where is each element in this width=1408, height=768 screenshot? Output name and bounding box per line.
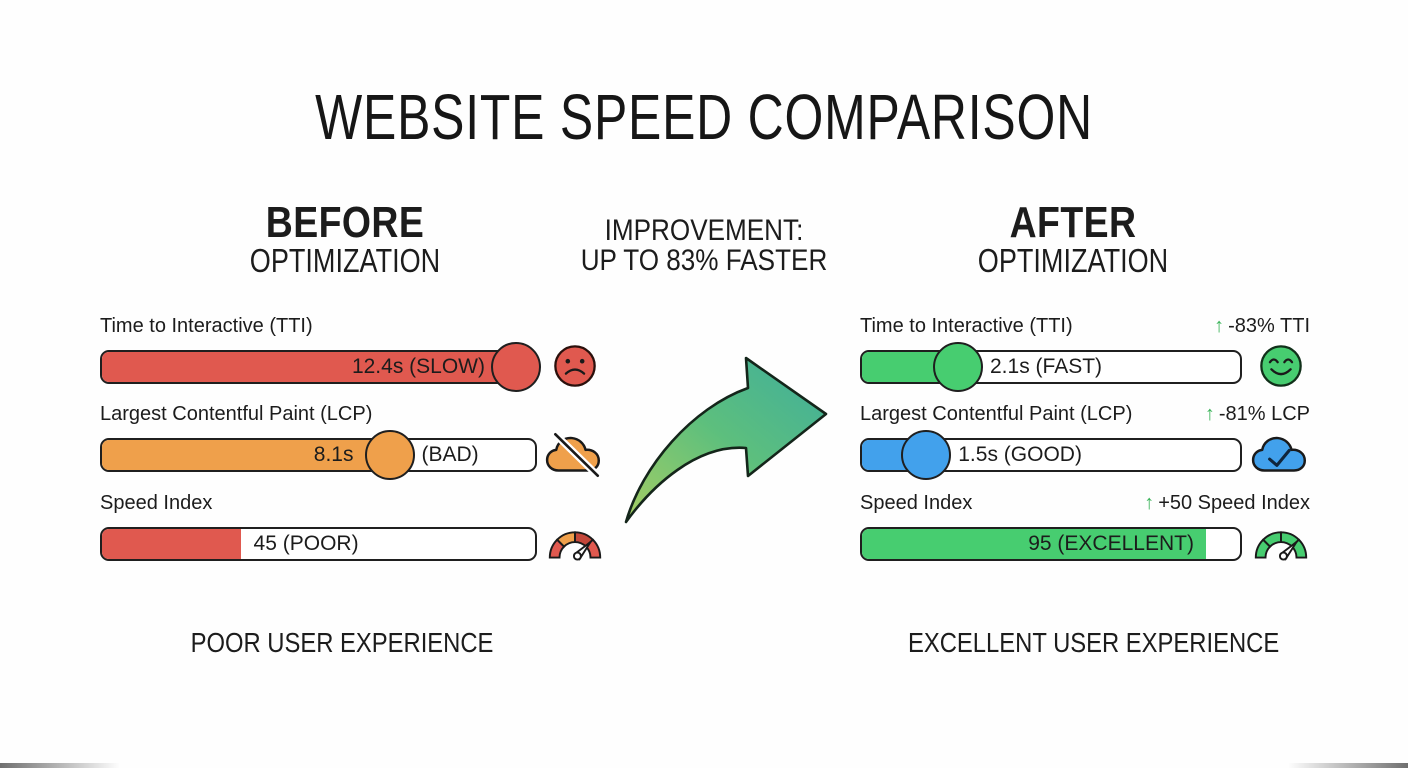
after-speed-index-bar: 95 (EXCELLENT): [860, 527, 1242, 561]
bottom-right-edge-artifact: [1288, 763, 1408, 768]
before-tti-knob: [491, 342, 542, 392]
page-title: WEBSITE SPEED COMPARISON: [315, 81, 1093, 153]
up-arrow-icon: ↑: [1204, 403, 1215, 425]
up-arrow-icon: ↑: [1214, 315, 1225, 337]
sad-face-icon: [554, 345, 596, 387]
before-lcp-rating: (BAD): [421, 443, 479, 466]
before-tti-bar: 12.4s (SLOW): [100, 342, 542, 392]
after-tti-value: 2.1s (FAST): [990, 355, 1103, 378]
before-tti-label: Time to Interactive (TTI): [100, 315, 313, 337]
before-tti-value: 12.4s (SLOW): [351, 355, 485, 378]
after-lcp-knob: [901, 430, 952, 480]
before-footer: POOR USER EXPERIENCE: [190, 627, 494, 658]
before-speed-index-fill: [102, 529, 241, 559]
before-subheading: OPTIMIZATION: [249, 242, 441, 279]
before-lcp-bar: 8.1s (BAD): [100, 430, 537, 480]
happy-face-icon: [1260, 345, 1302, 387]
cloud-off-icon: [545, 431, 601, 479]
up-arrow-icon: ↑: [1144, 492, 1155, 514]
before-lcp-knob: [364, 430, 415, 480]
after-speed-index-label: Speed Index: [860, 492, 973, 514]
after-lcp-value: 1.5s (GOOD): [958, 443, 1082, 466]
before-lcp-value: 8.1s: [313, 443, 354, 466]
after-lcp-bar: 1.5s (GOOD): [860, 430, 1242, 480]
bottom-left-edge-artifact: [0, 763, 120, 768]
after-speed-index-improvement: ↑+50 Speed Index: [1144, 492, 1310, 514]
gauge-red-icon: [548, 531, 602, 561]
after-footer: EXCELLENT USER EXPERIENCE: [908, 627, 1280, 658]
after-tti-knob: [933, 342, 983, 392]
after-subheading: OPTIMIZATION: [977, 242, 1169, 279]
before-speed-index-label: Speed Index: [100, 492, 213, 514]
before-tti-fill: 12.4s (SLOW): [102, 352, 535, 382]
after-lcp-improvement: ↑-81% LCP: [1204, 403, 1310, 425]
before-lcp-label: Largest Contentful Paint (LCP): [100, 403, 373, 425]
before-speed-index-value: 45 (POOR): [253, 532, 359, 555]
gauge-green-icon: [1254, 531, 1308, 561]
before-heading: BEFORE: [265, 198, 425, 247]
after-speed-index-fill: 95 (EXCELLENT): [862, 529, 1206, 559]
before-lcp-fill: 8.1s: [102, 440, 390, 470]
cloud-check-icon: [1251, 436, 1307, 472]
after-lcp-label: Largest Contentful Paint (LCP): [860, 403, 1133, 425]
after-heading: AFTER: [1009, 198, 1137, 247]
after-tti-improvement: ↑-83% TTI: [1214, 315, 1310, 337]
improvement-arrow-icon: [624, 356, 828, 524]
after-speed-index-value: 95 (EXCELLENT): [1028, 532, 1194, 555]
after-tti-label: Time to Interactive (TTI): [860, 315, 1073, 337]
after-tti-bar: 2.1s (FAST): [860, 342, 1242, 392]
before-speed-index-bar: 45 (POOR): [100, 527, 537, 561]
improvement-line1: IMPROVEMENT:: [604, 214, 804, 247]
improvement-line2: UP TO 83% FASTER: [580, 244, 828, 277]
